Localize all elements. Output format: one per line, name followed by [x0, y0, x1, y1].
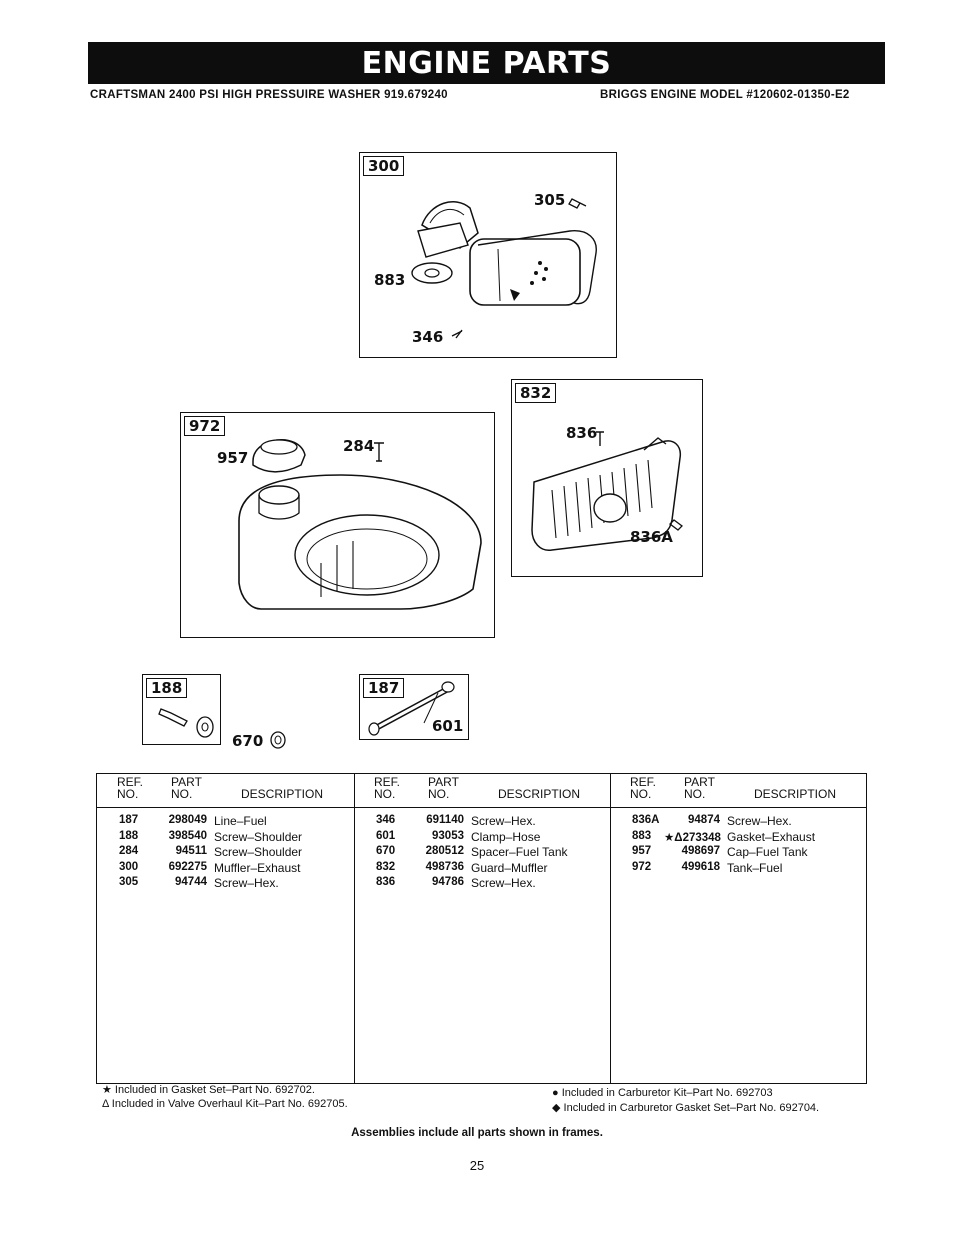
footnote-carburetor-gasket-set: ◆ Included in Carburetor Gasket Set–Part…	[552, 1102, 820, 1114]
fuel-tank-drawing	[238, 439, 482, 610]
callout-957: 957	[217, 449, 249, 467]
page-number: 25	[469, 1158, 485, 1173]
spacer-670-drawing	[270, 731, 286, 749]
frame-tag-832: 832	[515, 383, 557, 403]
header-ref-no: REF. NO.	[630, 775, 657, 801]
header-ref-no: REF. NO.	[374, 775, 401, 801]
column-divider	[354, 774, 355, 1083]
header-part-no: PART NO.	[171, 775, 202, 801]
shoulder-screw-drawing	[158, 708, 214, 738]
callout-284: 284	[343, 437, 375, 455]
table-header: REF. NO. PART NO. DESCRIPTION	[354, 774, 610, 806]
footnote-valve-kit: Δ Included in Valve Overhaul Kit–Part No…	[102, 1098, 348, 1110]
table-header: REF. NO. PART NO. DESCRIPTION	[97, 774, 354, 806]
frame-188: 188	[142, 674, 221, 745]
callout-346: 346	[412, 328, 444, 346]
muffler-guard-drawing	[531, 431, 683, 551]
muffler-drawing	[411, 198, 597, 339]
title-banner: ENGINE PARTS	[88, 42, 885, 84]
header-part-no: PART NO.	[684, 775, 715, 801]
footnote-gasket-set: ★ Included in Gasket Set–Part No. 692702…	[102, 1084, 315, 1096]
frame-832: 832 836 836A	[511, 379, 703, 577]
fuel-line-drawing	[368, 681, 455, 736]
frame-tag-187: 187	[363, 678, 405, 698]
model-subtitle: CRAFTSMAN 2400 PSI HIGH PRESSUIRE WASHER…	[90, 89, 448, 101]
frame-972: 972 957 284	[180, 412, 495, 638]
footnote-carburetor-kit: ● Included in Carburetor Kit–Part No. 69…	[552, 1087, 773, 1099]
header-description: DESCRIPTION	[754, 787, 837, 801]
page-title: ENGINE PARTS	[361, 45, 612, 81]
callout-836: 836	[566, 424, 598, 442]
frame-tag-188: 188	[146, 678, 188, 698]
header-description: DESCRIPTION	[498, 787, 581, 801]
assemblies-note: Assemblies include all parts shown in fr…	[351, 1127, 603, 1139]
callout-601: 601	[432, 717, 464, 735]
frame-tag-300: 300	[363, 156, 405, 176]
column-divider	[610, 774, 611, 1083]
header-description: DESCRIPTION	[241, 787, 324, 801]
callout-836a: 836A	[630, 528, 673, 546]
header-part-no: PART NO.	[428, 775, 459, 801]
header-ref-no: REF. NO.	[117, 775, 144, 801]
callout-305: 305	[534, 191, 566, 209]
frame-187: 187 601	[359, 674, 469, 740]
table-header: REF. NO. PART NO. DESCRIPTION	[610, 774, 866, 806]
callout-883: 883	[374, 271, 406, 289]
frame-300: 300 305 883 346	[359, 152, 617, 358]
engine-model-subtitle: BRIGGS ENGINE MODEL #120602-01350-E2	[600, 89, 850, 101]
callout-670: 670	[232, 732, 264, 750]
frame-tag-972: 972	[184, 416, 226, 436]
